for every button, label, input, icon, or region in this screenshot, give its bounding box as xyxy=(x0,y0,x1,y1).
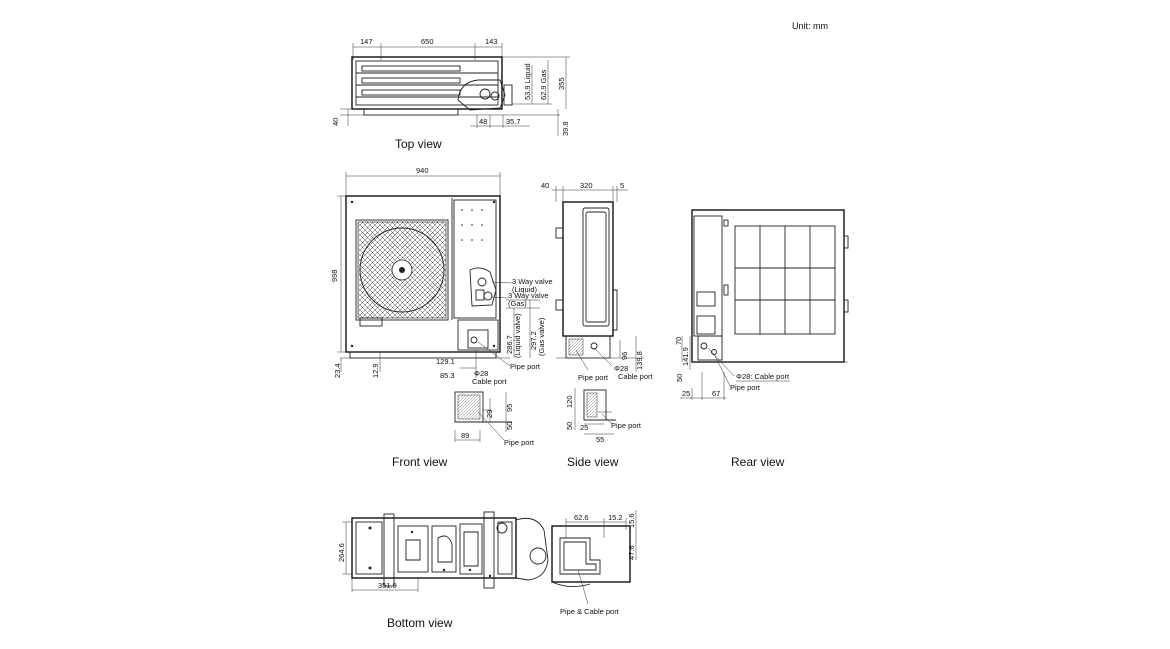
dim-48: 48 xyxy=(479,117,487,126)
label-3way-liquid-1: 3 Way valve xyxy=(512,277,553,286)
rear-view: 70 141.9 50 Φ28: Cable port Pipe port 25… xyxy=(674,209,849,469)
label-side-pipe-port-2: Pipe port xyxy=(611,421,642,430)
label-side-pipe-port: Pipe port xyxy=(578,373,609,382)
dim-40: 40 xyxy=(331,118,340,126)
dim-rear-141-9: 141.9 xyxy=(681,347,690,366)
dim-351-9: 351.9 xyxy=(378,581,397,590)
dim-998: 998 xyxy=(330,269,339,282)
label-rear-phi28: Φ28: Cable port xyxy=(736,372,790,381)
dim-rear-25: 25 xyxy=(682,389,690,398)
dim-side-139-8: 139.8 xyxy=(635,351,644,370)
dim-129-1: 129.1 xyxy=(436,357,455,366)
dim-147: 147 xyxy=(360,37,373,46)
unit-label: Unit: mm xyxy=(792,21,828,31)
dim-297-2-sub: (Gas valve) xyxy=(537,317,546,356)
dim-47-6: 47.6 xyxy=(627,545,636,560)
dim-23-4: 23.4 xyxy=(333,363,342,378)
dim-355: 355 xyxy=(557,77,566,90)
label-3way-liquid-2: (Liquid) xyxy=(512,285,538,294)
dim-95: 95 xyxy=(505,404,514,412)
dim-143: 143 xyxy=(485,37,498,46)
dim-side-50: 50 xyxy=(565,422,574,430)
side-view: 40 320 5 96 139.8 Pipe port Φ28 Cable po… xyxy=(541,181,654,469)
dim-15-2: 15.2 xyxy=(608,513,623,522)
label-pipe-port-2: Pipe port xyxy=(504,438,535,447)
dim-rear-70: 70 xyxy=(674,337,683,345)
label-cable-port: Cable port xyxy=(472,377,508,386)
dim-side-120: 120 xyxy=(565,395,574,408)
dim-85-3: 85.3 xyxy=(440,371,455,380)
front-view: 940 998 xyxy=(330,166,553,469)
label-3way-gas-1: 3 Way valve xyxy=(508,291,549,300)
dim-940: 940 xyxy=(416,166,429,175)
dim-gas: 62.9 Gas xyxy=(539,69,548,100)
top-view: 147 650 143 53.9 Liquid 62.9 Gas 355 40 xyxy=(331,37,570,151)
dim-side-40: 40 xyxy=(541,181,549,190)
dim-50: 50 xyxy=(505,422,514,430)
label-3way-gas-2: (Gas) xyxy=(508,299,527,308)
dim-286-7: 286.7 xyxy=(505,335,514,354)
dim-side-55: 55 xyxy=(596,435,604,444)
dim-29: 29 xyxy=(485,410,494,418)
caption-bottom-view: Bottom view xyxy=(387,616,453,630)
caption-front-view: Front view xyxy=(392,455,448,469)
label-pipe-cable-port: Pipe & Cable port xyxy=(560,607,620,616)
label-pipe-port: Pipe port xyxy=(510,362,541,371)
dim-297-2: 297.2 xyxy=(529,331,538,350)
label-rear-pipe-port: Pipe port xyxy=(730,383,761,392)
caption-side-view: Side view xyxy=(567,455,619,469)
dim-rear-67: 67 xyxy=(712,389,720,398)
label-side-cable-port: Cable port xyxy=(618,372,654,381)
dim-12-9: 12.9 xyxy=(371,363,380,378)
label-phi28: Φ28 xyxy=(474,369,488,378)
dim-39-8: 39.8 xyxy=(561,121,570,136)
dim-264-6: 264.6 xyxy=(337,543,346,562)
caption-top-view: Top view xyxy=(395,137,442,151)
dim-liquid: 53.9 Liquid xyxy=(523,63,532,100)
bottom-view: 264.6 351.9 62.6 15.2 xyxy=(337,510,637,630)
label-side-phi28: Φ28 xyxy=(614,364,628,373)
dim-side-5: 5 xyxy=(620,181,624,190)
caption-rear-view: Rear view xyxy=(731,455,785,469)
dim-286-7-sub: (Liquid valve) xyxy=(513,313,522,358)
dim-89: 89 xyxy=(461,431,469,440)
dim-15-6: 15.6 xyxy=(627,513,636,528)
dim-35-7: 35.7 xyxy=(506,117,521,126)
dim-62-6: 62.6 xyxy=(574,513,589,522)
dim-side-96: 96 xyxy=(620,352,629,360)
dim-side-25: 25 xyxy=(580,423,588,432)
dim-650: 650 xyxy=(421,37,434,46)
dim-side-320: 320 xyxy=(580,181,593,190)
dim-rear-50: 50 xyxy=(675,374,684,382)
